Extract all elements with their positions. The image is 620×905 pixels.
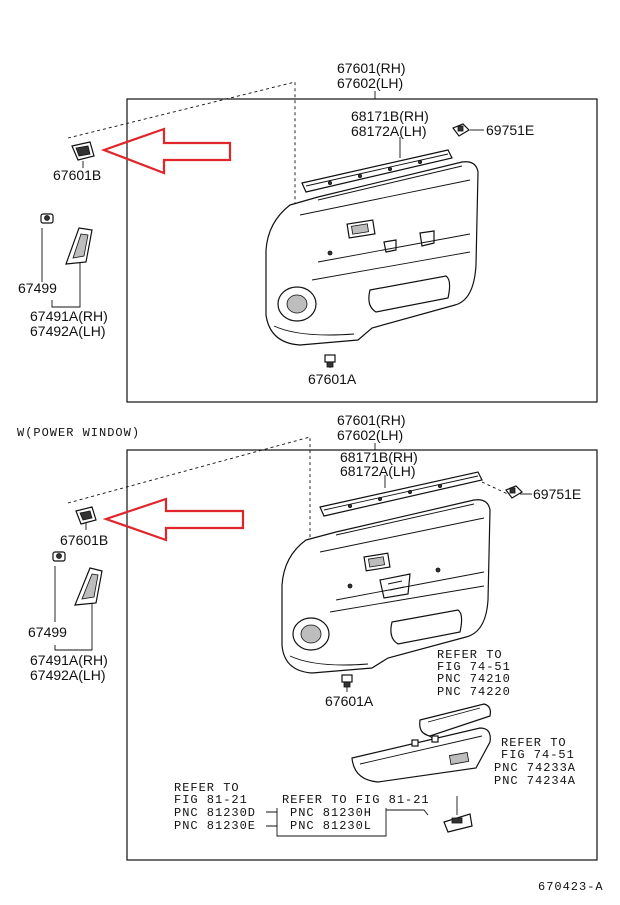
bottom-pad-label: 67499 bbox=[28, 624, 67, 640]
bottom-clip-bottom-icon bbox=[341, 674, 353, 688]
bottom-cover-icon bbox=[74, 567, 103, 606]
top-cover-lh-label: 67492A(LH) bbox=[30, 323, 106, 339]
top-panel-rh-label: 67601(RH) bbox=[337, 60, 405, 76]
ref-switch-mid-line3: PNC 81230L bbox=[290, 819, 372, 833]
top-frame bbox=[126, 98, 598, 403]
top-weatherstrip-rh-label: 68171B(RH) bbox=[351, 108, 429, 124]
ref-switch-left-line2: FIG 81-21 bbox=[174, 793, 248, 807]
ref-switch-mid-box bbox=[266, 808, 387, 837]
ref-armrest-line4: PNC 74220 bbox=[437, 685, 511, 699]
armrest-upper-icon bbox=[419, 703, 491, 741]
bottom-cover-rh-label: 67491A(RH) bbox=[30, 652, 108, 668]
ref-armrest-line1: REFER TO bbox=[437, 648, 503, 662]
top-clip-left-label: 67601B bbox=[53, 167, 101, 183]
ref-switch-left-line3: PNC 81230D bbox=[174, 806, 256, 820]
top-clip-upper-label: 69751E bbox=[486, 122, 534, 138]
bottom-door-panel bbox=[281, 499, 491, 674]
bottom-guide-line bbox=[67, 436, 311, 557]
bottom-frame bbox=[126, 449, 598, 861]
top-door-panel bbox=[265, 161, 479, 346]
bottom-weatherstrip-lh-label: 68172A(LH) bbox=[340, 463, 416, 479]
bottom-panel-rh-label: 67601(RH) bbox=[337, 412, 405, 428]
top-clip-left-icon bbox=[71, 141, 95, 161]
bottom-leader-cover bbox=[54, 588, 93, 651]
bottom-clip-upper-icon bbox=[505, 485, 523, 499]
ref-switch-left-line1: REFER TO bbox=[174, 781, 240, 795]
bottom-clip-left-icon bbox=[75, 506, 97, 525]
top-cover-rh-label: 67491A(RH) bbox=[30, 308, 108, 324]
ref-armrest-base-line4: PNC 74234A bbox=[494, 774, 576, 788]
figure-code: 670423-A bbox=[538, 880, 604, 894]
top-clip-upper-icon bbox=[452, 123, 470, 137]
window-switch-icon bbox=[386, 796, 473, 833]
ref-armrest-base-line3: PNC 74233A bbox=[494, 761, 576, 775]
ref-armrest-line3: PNC 74210 bbox=[437, 672, 511, 686]
top-guide-line bbox=[67, 81, 296, 208]
top-clip-bottom-label: 67601A bbox=[308, 371, 357, 387]
ref-switch-left-line4: PNC 81230E bbox=[174, 819, 256, 833]
top-cover-icon bbox=[65, 227, 93, 265]
top-pad-label: 67499 bbox=[18, 280, 57, 296]
bottom-highlight-arrow bbox=[102, 497, 245, 542]
bottom-panel-lh-label: 67602(LH) bbox=[337, 427, 403, 443]
ref-armrest-base-line1: REFER TO bbox=[501, 736, 567, 750]
bottom-cover-lh-label: 67492A(LH) bbox=[30, 667, 106, 683]
top-weatherstrip bbox=[301, 149, 453, 193]
top-highlight-arrow bbox=[100, 127, 232, 175]
top-weatherstrip-lh-label: 68172A(LH) bbox=[351, 123, 427, 139]
ref-switch-mid-line1: REFER TO FIG 81-21 bbox=[282, 793, 430, 807]
bottom-pad-icon bbox=[52, 551, 66, 562]
top-pad-icon bbox=[40, 213, 54, 224]
ref-armrest-line2: FIG 74-51 bbox=[437, 660, 511, 674]
bottom-clip-upper-label: 69751E bbox=[533, 486, 581, 502]
bottom-weatherstrip-rh-label: 68171B(RH) bbox=[340, 449, 418, 465]
bottom-weatherstrip bbox=[319, 471, 513, 517]
bottom-clip-left-label: 67601B bbox=[60, 532, 108, 548]
ref-switch-mid-line2: PNC 81230H bbox=[290, 806, 372, 820]
top-panel-lh-label: 67602(LH) bbox=[337, 75, 403, 91]
bottom-clip-bottom-label: 67601A bbox=[325, 693, 374, 709]
bottom-assembly: 67601(RH) 67602(LH) 68171B(RH) 68172A(LH… bbox=[28, 412, 598, 861]
top-clip-bottom-icon bbox=[324, 354, 336, 368]
top-assembly: 67601(RH) 67602(LH) 68171B(RH) 68172A(LH… bbox=[18, 60, 598, 403]
top-leader-cover bbox=[51, 245, 81, 308]
armrest-base-icon bbox=[351, 727, 491, 783]
ref-armrest-base-line2: FIG 74-51 bbox=[501, 748, 575, 762]
section-label-power-window: W(POWER WINDOW) bbox=[17, 426, 140, 440]
